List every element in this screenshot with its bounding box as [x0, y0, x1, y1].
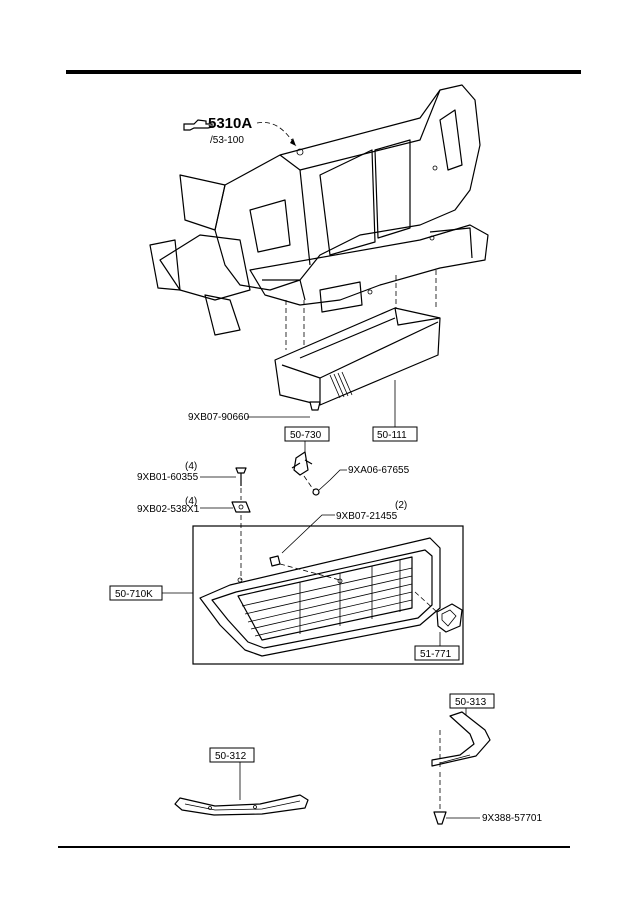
qty-9xb01-60355: (4) — [185, 461, 197, 472]
top-rule — [66, 70, 581, 74]
grille-group-frame — [192, 525, 464, 665]
air-deflector-part[interactable] — [274, 307, 441, 406]
label-51-771: 51-771 — [420, 649, 452, 660]
label-50-710k: 50-710K — [115, 589, 153, 600]
grille-group[interactable] — [192, 525, 464, 665]
qty-9xb02-538x1: (4) — [185, 496, 197, 507]
radiator-support-structure — [149, 84, 489, 336]
label-9xb02-538x1: 9XB02-538X1 — [137, 504, 200, 515]
reference-leader — [256, 122, 297, 147]
tag-box-50-730 — [284, 426, 330, 442]
part-tag-50-111[interactable]: 50-111 — [372, 380, 418, 442]
molding-50-312[interactable]: 50-312 — [174, 747, 309, 816]
part-tag-51-771[interactable]: 51-771 — [414, 632, 460, 661]
label-9xb01-60355: 9XB01-60355 — [137, 472, 199, 483]
label-50-730: 50-730 — [290, 430, 322, 441]
part-tag-50-710k[interactable]: 50-710K — [109, 585, 193, 601]
tag-box-50-313 — [449, 693, 495, 709]
arrow-head-icon — [290, 138, 296, 146]
pointing-hand-icon — [183, 119, 213, 131]
reference-code: 5310A — [208, 115, 252, 132]
qty-9xb07-21455: (2) — [395, 500, 407, 511]
tag-box-50-312 — [209, 747, 255, 763]
tag-box-51-771 — [414, 645, 460, 661]
label-50-312: 50-312 — [215, 751, 247, 762]
tag-box-50-111 — [372, 426, 418, 442]
label-9xa06-67655: 9XA06-67655 — [348, 465, 410, 476]
reference-callout[interactable]: 5310A /53-100 — [183, 115, 297, 147]
label-9xb07-21455: 9XB07-21455 — [336, 511, 398, 522]
label-50-313: 50-313 — [455, 697, 487, 708]
screw-9xb01-60355[interactable]: (4) 9XB01-60355 — [137, 461, 247, 500]
label-9xb07-90660: 9XB07-90660 — [188, 412, 250, 423]
reference-subcode: /53-100 — [210, 135, 244, 146]
screw-9x388-57701[interactable]: 9X388-57701 — [433, 811, 542, 825]
bracket-50-313[interactable]: 50-313 — [431, 693, 495, 812]
label-50-111: 50-111 — [377, 430, 407, 441]
label-9x388-57701: 9X388-57701 — [482, 813, 542, 824]
bottom-rule — [58, 846, 570, 848]
screw-9xb07-90660[interactable]: 9XB07-90660 — [188, 401, 321, 423]
clip-9xb07-21455[interactable]: (2) 9XB07-21455 — [281, 500, 407, 554]
bracket-50-730[interactable]: 50-730 9XA06-67655 — [284, 426, 410, 496]
